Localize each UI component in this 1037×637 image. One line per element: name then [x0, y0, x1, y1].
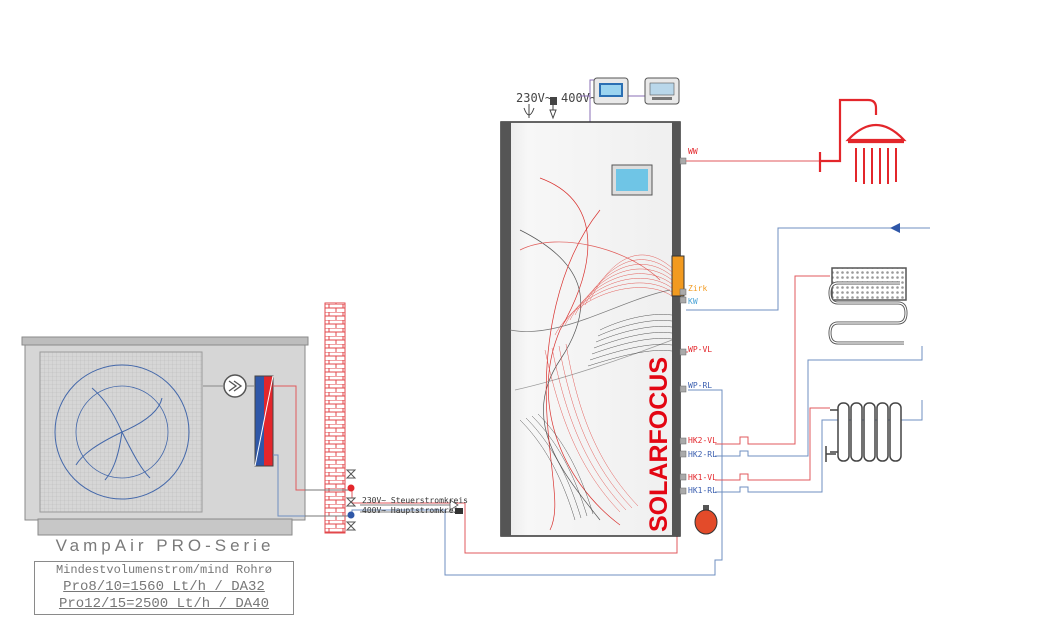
distribution-pipes	[686, 160, 930, 493]
pump-icon	[223, 374, 247, 398]
port-ww: WW	[688, 147, 698, 156]
v400-label: 400V~	[561, 91, 597, 105]
expansion-vessel-icon	[694, 505, 718, 535]
note-header: Mindestvolumenstrom/mind Rohrø	[55, 563, 273, 577]
port-wp-rl: WP-RL	[688, 381, 712, 390]
brand-logo: SOLARFOCUS	[645, 357, 673, 532]
electrical-lines: 230V~ Steuerstromkreis 400V~ Hauptstromk…	[360, 496, 468, 515]
port-zirk: Zirk	[688, 284, 707, 293]
tank-ports: WW Zirk KW WP-VL WP-RL HK2-VL HK2-RL HK1…	[679, 147, 717, 495]
fan-icon	[54, 364, 190, 500]
port-hk2-vl: HK2-VL	[688, 436, 717, 445]
controller-display-icon	[593, 77, 680, 105]
v230-label: 230V~	[516, 91, 552, 105]
main-circuit-label: 400V~ Hauptstromkreis	[362, 506, 463, 515]
port-hk1-rl: HK1-RL	[688, 486, 717, 495]
valve-icon	[345, 469, 357, 531]
port-hk2-rl: HK2-RL	[688, 450, 717, 459]
heat-pump-unit	[21, 336, 309, 536]
radiator-icon	[825, 402, 902, 462]
power-supply: 230V~ 400V~	[516, 77, 680, 122]
note-line-1: Pro8/10=1560 Lt/h / DA32	[63, 579, 265, 595]
port-kw: KW	[688, 297, 698, 306]
tank-display-icon	[611, 164, 653, 196]
control-circuit-label: 230V~ Steuerstromkreis	[362, 496, 468, 505]
port-wp-vl: WP-VL	[688, 345, 712, 354]
shower-icon	[818, 98, 907, 184]
port-hk1-vl: HK1-VL	[688, 473, 717, 482]
note-line-2: Pro12/15=2500 Lt/h / DA40	[58, 596, 270, 612]
storage-tank: SOLARFOCUS	[500, 121, 718, 537]
wall-icon	[324, 302, 346, 534]
series-title: VampAir PRO-Serie	[55, 536, 275, 555]
underfloor-heating-icon	[828, 267, 908, 345]
flow-rate-note: Mindestvolumenstrom/mind Rohrø Pro8/10=1…	[34, 561, 294, 615]
